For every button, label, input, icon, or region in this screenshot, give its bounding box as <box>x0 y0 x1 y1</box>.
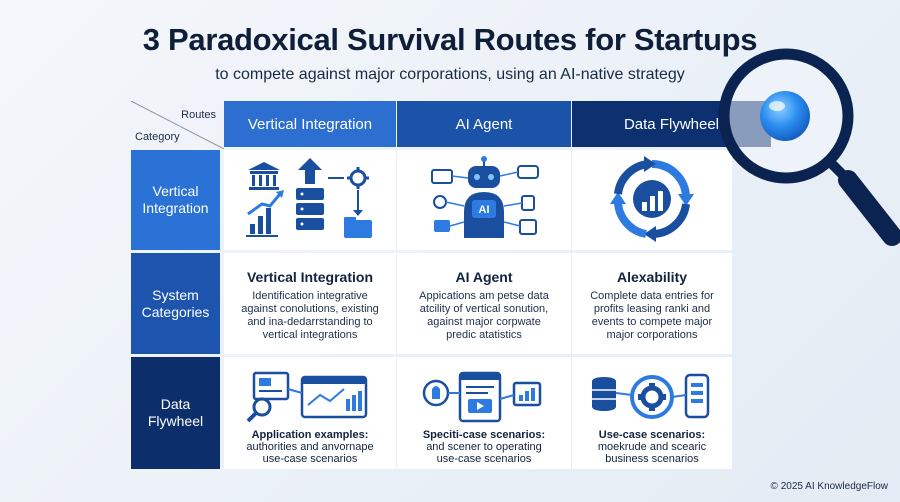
caption-title: Application examples: <box>251 429 369 441</box>
desc-line: against major corpwate <box>427 316 541 328</box>
cell-caption: Speciti-case scenarios: and scener to op… <box>419 429 549 465</box>
row-header-line: Data <box>160 396 191 412</box>
corner-routes-label: Routes <box>181 109 216 121</box>
robot-agent-icon: AI <box>431 156 539 238</box>
cell-flywheel-flywheel: Use-case scenarios: moekrude and scearic… <box>572 357 732 469</box>
cell-flywheel-agent: Speciti-case scenarios: and scener to op… <box>397 357 571 469</box>
page-subtitle: to compete against major corporations, u… <box>215 66 685 83</box>
caption-title: Use-case scenarios: <box>598 429 706 441</box>
desc-line: Complete data entries for <box>590 290 714 302</box>
magnifier-icon <box>718 48 900 246</box>
caption-line: use-case scenarios <box>262 453 358 465</box>
column-header-vertical-integration: Vertical Integration <box>224 101 396 147</box>
bank-growth-server-icon <box>246 158 372 238</box>
desc-line: major corporations <box>606 329 698 341</box>
cell-vi-vi <box>224 150 396 250</box>
routes-matrix: Routes Category Vertical Integration AI … <box>131 101 771 469</box>
cell-caption: Use-case scenarios: moekrude and scearic… <box>594 429 710 465</box>
cell-caption: Application examples: authorities and an… <box>242 429 377 465</box>
cell-description: Identification integrative against conol… <box>235 290 385 342</box>
page-title: 3 Paradoxical Survival Routes for Startu… <box>142 22 758 57</box>
desc-line: Identification integrative <box>252 290 368 302</box>
caption-line: business scenarios <box>605 453 699 465</box>
desc-line: vertical integrations <box>262 329 358 341</box>
caption-line: moekrude and scearic <box>597 441 707 453</box>
corner-diagonal <box>131 101 224 149</box>
caption-line: authorities and anvornape <box>246 441 374 453</box>
copyright-footer: © 2025 AI KnowledgeFlow <box>770 481 888 492</box>
column-header-ai-agent: AI Agent <box>397 101 571 147</box>
desc-line: atcility of vertical sonution, <box>419 303 549 315</box>
row-header-line: Flywheel <box>147 413 204 429</box>
corner-category-label: Category <box>135 131 180 143</box>
cell-heading: AI Agent <box>455 269 513 285</box>
cell-flywheel-vi: Application examples: authorities and an… <box>224 357 396 469</box>
cell-system-flywheel: Alexability Complete data entries for pr… <box>572 253 732 354</box>
cell-vi-agent: AI <box>397 150 571 250</box>
database-gear-mobile-icon <box>592 373 710 419</box>
corner-cell: Routes Category <box>131 101 224 149</box>
desc-line: events to compete major <box>591 316 713 328</box>
cell-vi-flywheel <box>572 150 732 250</box>
row-header-line: Categories <box>141 303 210 320</box>
desc-line: predic atatistics <box>446 329 522 341</box>
dashboard-search-icon <box>246 371 368 423</box>
ai-chip-label: AI <box>479 204 490 216</box>
desc-line: and ina-dedarrstanding to <box>247 316 373 328</box>
cell-system-vi: Vertical Integration Identification inte… <box>224 253 396 354</box>
idea-workflow-icon <box>422 371 542 423</box>
desc-line: profits leasing ranki and <box>593 303 711 315</box>
cell-heading: Vertical Integration <box>246 269 374 285</box>
cell-description: Complete data entries for profits leasin… <box>584 290 720 342</box>
desc-line: against conolutions, existing <box>241 303 379 315</box>
cell-heading: Alexability <box>616 269 688 285</box>
row-header-line: System <box>152 286 199 303</box>
row-header-line: Vertical <box>152 183 199 199</box>
caption-title: Speciti-case scenarios: <box>422 429 546 441</box>
cell-system-agent: AI Agent Appications am petse data atcil… <box>397 253 571 354</box>
row-header-line: Integration <box>142 200 209 216</box>
caption-line: and scener to operating <box>426 441 542 453</box>
caption-line: use-case scenarios <box>436 453 532 465</box>
cell-description: Appications am petse data atcility of ve… <box>413 290 555 342</box>
cycle-chart-icon <box>610 156 694 242</box>
desc-line: Appications am petse data <box>419 290 549 302</box>
